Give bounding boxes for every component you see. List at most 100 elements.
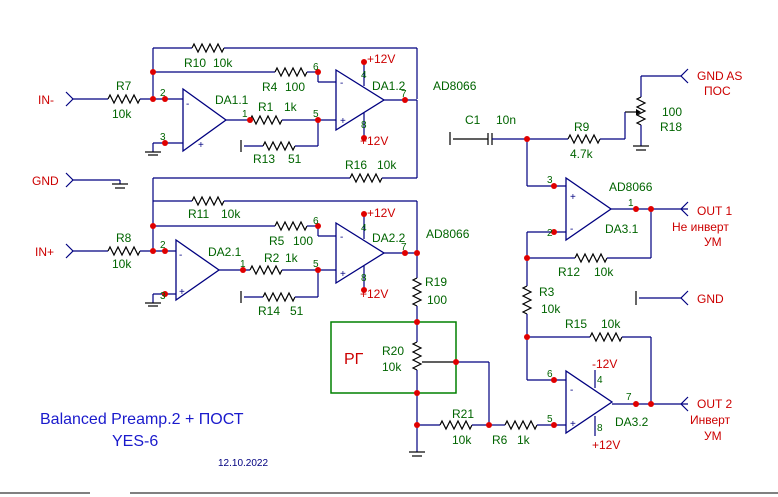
svg-text:+: + [198, 140, 204, 151]
r10-name: R10 [184, 56, 206, 70]
da3-1-label: DA3.1 [605, 222, 639, 236]
out1-desc2: УМ [704, 235, 722, 249]
supply-p12-top1: +12V [367, 52, 395, 66]
r13-value: 51 [288, 152, 302, 166]
r2-value: 1k [285, 251, 299, 265]
out1-label: OUT 1 [697, 204, 732, 218]
out1-desc1: Не инверт [672, 220, 729, 234]
r8-value: 10k [112, 257, 132, 271]
da32-pin5: 5 [547, 414, 553, 425]
da31-pin3: 3 [547, 175, 553, 186]
r1-name: R1 [258, 100, 274, 114]
da3-2-opamp [565, 369, 614, 435]
ad8066-label-2: AD8066 [426, 227, 470, 241]
svg-text:-: - [340, 232, 343, 243]
ad8066-label-3: AD8066 [609, 180, 653, 194]
in-minus-channel: - + - + [65, 42, 418, 194]
gnd-right-label: GND [697, 292, 724, 306]
da21-pin3: 3 [160, 291, 166, 302]
gnd-left-label: GND [32, 174, 59, 188]
in-minus-label: IN- [38, 93, 54, 107]
supply-p12-top2: +12V [367, 206, 395, 220]
svg-text:-: - [570, 385, 573, 396]
r19-value: 100 [427, 293, 447, 307]
da12-pin7: 7 [401, 89, 407, 100]
da21-pin1: 1 [240, 259, 246, 270]
svg-text:+: + [570, 419, 576, 430]
out2-desc2: УМ [704, 429, 722, 443]
r3-name: R3 [539, 285, 555, 299]
supply-p12-da32: +12V [592, 438, 620, 452]
r9-value: 4.7k [570, 147, 594, 161]
r8-name: R8 [116, 231, 132, 245]
r20-name: R20 [382, 344, 404, 358]
r7-resistor [107, 93, 141, 105]
r4-value: 100 [285, 80, 305, 94]
schematic-subtitle: YES-6 [112, 433, 158, 450]
r2-name: R2 [264, 251, 280, 265]
rg-label: РГ [344, 351, 364, 368]
rg-block [330, 321, 457, 394]
schematic-title: Balanced Preamp.2 + ПОСТ [40, 411, 244, 428]
out2-desc1: Инверт [690, 413, 731, 427]
da2-1-label: DA2.1 [208, 245, 242, 259]
svg-text:-: - [186, 99, 189, 110]
r15-value: 10k [601, 317, 621, 331]
da22-pin6: 6 [313, 216, 319, 227]
r11-value: 10k [221, 207, 241, 221]
r12-value: 10k [594, 265, 614, 279]
svg-text:-: - [570, 224, 573, 235]
da22-pin8: 8 [361, 273, 367, 284]
r20-value: 10k [382, 360, 402, 374]
da32-pin6: 6 [547, 369, 553, 380]
da3-1-opamp [565, 176, 613, 242]
r13-name: R13 [253, 152, 275, 166]
da2-2-opamp [335, 221, 386, 285]
r18-name: R18 [660, 120, 682, 134]
r4-name: R4 [262, 80, 278, 94]
da11-pin2: 2 [160, 88, 166, 99]
da1-2-label: DA1.2 [372, 79, 406, 93]
gnd-as-sub-label: ПОС [704, 84, 731, 98]
da12-pin4: 4 [361, 70, 367, 81]
svg-text:+: + [340, 116, 346, 127]
da22-pin5: 5 [313, 259, 319, 270]
out2-label: OUT 2 [697, 397, 732, 411]
r16-name: R16 [345, 158, 367, 172]
r6-name: R6 [492, 433, 508, 447]
svg-text:-: - [340, 78, 343, 89]
da22-pin4: 4 [361, 223, 367, 234]
junction-dots [150, 59, 654, 428]
r10-value: 10k [213, 56, 233, 70]
da12-pin6: 6 [313, 62, 319, 73]
r6-value: 1k [517, 433, 531, 447]
r7-value: 10k [112, 107, 132, 121]
supply-m12-da32: -12V [592, 357, 617, 371]
in-plus-label: IN+ [35, 245, 54, 259]
r12-name: R12 [558, 265, 580, 279]
schematic-date: 12.10.2022 [218, 458, 268, 469]
da1-1-label: DA1.1 [215, 93, 249, 107]
da12-pin5: 5 [313, 109, 319, 120]
r7-name: R7 [116, 79, 132, 93]
da12-pin8: 8 [361, 120, 367, 131]
r14-value: 51 [290, 304, 304, 318]
da3-2-label: DA3.2 [615, 415, 649, 429]
r18-value: 100 [662, 105, 682, 119]
da21-pin2: 2 [160, 240, 166, 251]
output-section: + - - + [449, 68, 689, 436]
da2-2-label: DA2.2 [372, 231, 406, 245]
r21-value: 10k [452, 433, 472, 447]
gnd-left-port [65, 172, 128, 189]
da11-pin1: 1 [242, 109, 248, 120]
supply-p12-bot1: +12V [360, 134, 388, 148]
svg-text:-: - [179, 250, 182, 261]
r11-name: R11 [188, 207, 209, 221]
da31-pin1: 1 [628, 198, 634, 209]
svg-text:+: + [340, 269, 346, 280]
da22-pin7: 7 [401, 242, 407, 253]
r5-value: 100 [293, 234, 313, 248]
supply-p12-bot2: +12V [360, 287, 388, 301]
